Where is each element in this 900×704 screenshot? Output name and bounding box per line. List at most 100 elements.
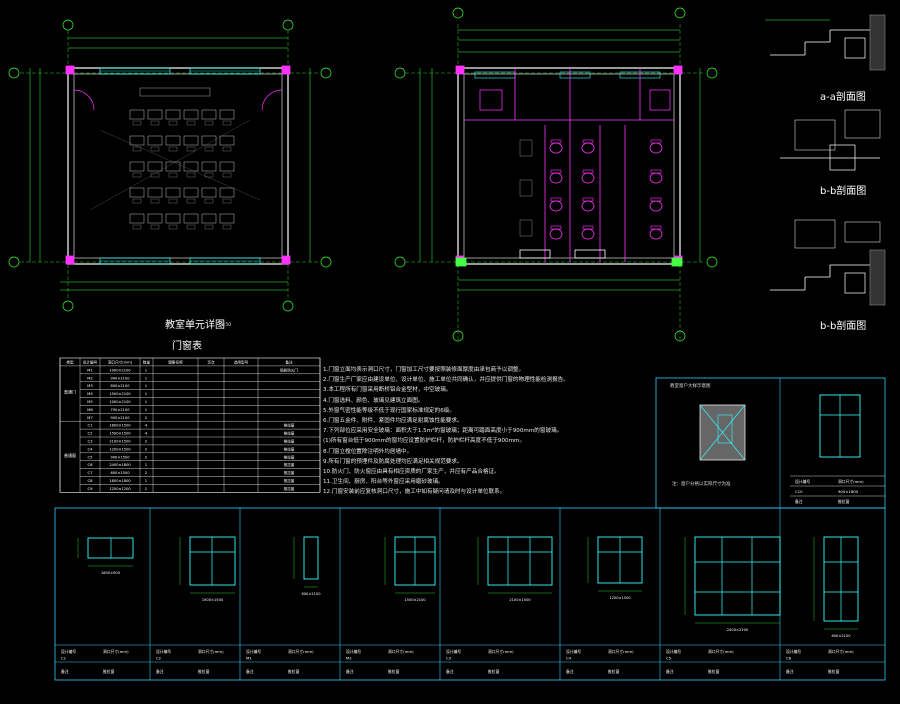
- column: [65, 65, 75, 75]
- toilet-bowl: [649, 200, 663, 212]
- desk: [129, 135, 145, 146]
- callout-box: [844, 221, 881, 243]
- table-cell-qty: 2: [145, 439, 148, 444]
- schedule-label: 备注: [786, 669, 794, 674]
- toilet-tank: [650, 169, 662, 174]
- chair: [168, 120, 178, 126]
- toilet-bowl: [549, 172, 563, 184]
- section-bb-2: [770, 219, 886, 306]
- legend-title: 教室窗户大样示意图: [670, 384, 711, 389]
- chair: [186, 224, 196, 230]
- schedule-label: 备注: [246, 669, 254, 674]
- table-cell-qty: 1: [145, 391, 148, 396]
- column: [65, 255, 75, 265]
- callout-box: [844, 109, 881, 139]
- sink-unit: [649, 89, 671, 111]
- chair: [204, 172, 214, 178]
- legend-pane: [717, 414, 733, 444]
- column: [673, 65, 683, 75]
- sink-unit: [479, 89, 503, 111]
- toilet-bowl: [549, 228, 563, 240]
- schedule-id: C5: [666, 656, 672, 661]
- window-frame: [189, 536, 236, 586]
- urinal: [519, 179, 533, 197]
- schedule-label: 设计编号: [156, 649, 171, 654]
- toilet-bowl: [581, 228, 595, 240]
- desk: [165, 135, 181, 146]
- schedule-label: 洞口尺寸(mm): [198, 649, 224, 654]
- elevation-size: 600×2100: [301, 592, 321, 596]
- desk: [219, 213, 235, 224]
- toilet-bowl: [581, 172, 595, 184]
- note-line: 5.外窗气密性能等级不低于现行国家标准规定的6级。: [323, 407, 455, 414]
- note-line: 12.门窗安装前应复核洞口尺寸，施工中如有疑问请及时与设计单位联系。: [323, 489, 506, 496]
- schedule-label: 备注: [61, 669, 69, 674]
- desk: [201, 213, 217, 224]
- schedule-label: 洞口尺寸(mm): [488, 649, 514, 654]
- axis-bubble: [62, 300, 74, 312]
- schedule-frame: [54, 507, 886, 681]
- chair: [132, 172, 142, 178]
- toilet-tank: [582, 139, 594, 144]
- schedule-label: 设计编号: [61, 649, 76, 654]
- table-cell-note: 推拉窗: [284, 470, 295, 475]
- schedule-id: C6: [786, 656, 792, 661]
- trench: [844, 272, 866, 294]
- note-line: 9.所有门窗的预埋件及防腐处理均应满足相关规范要求。: [323, 458, 463, 465]
- table-cell-size: 2100×1500: [109, 440, 131, 444]
- desk: [147, 213, 163, 224]
- desk-grid: [129, 109, 235, 230]
- table-cell-id: M5: [87, 399, 93, 404]
- toilet-tank: [582, 197, 594, 202]
- toilet-tank: [650, 225, 662, 230]
- elevation-size: 1500×1500: [202, 598, 224, 602]
- chair: [132, 198, 142, 204]
- axis-bubble: [706, 256, 718, 268]
- desk: [183, 109, 199, 120]
- callout-box: [794, 219, 836, 249]
- schedule-label: 备注: [346, 669, 354, 674]
- right-table-key: 备注: [795, 499, 803, 504]
- schedule-value: 推拉窗: [828, 669, 840, 674]
- desk: [201, 135, 217, 146]
- legend-window: [699, 404, 746, 461]
- schedule-value: 推拉窗: [103, 669, 115, 674]
- table-cell-qty: 4: [145, 431, 148, 436]
- legend-frame: [655, 377, 886, 509]
- leader-line: [99, 129, 261, 201]
- table-cell-note: 推拉窗: [284, 431, 295, 436]
- chair: [150, 146, 160, 152]
- window-frame: [87, 537, 134, 559]
- table-cell-id: M2: [87, 375, 93, 380]
- chair: [132, 224, 142, 230]
- desk: [147, 135, 163, 146]
- table-cell-id: C6: [87, 462, 93, 467]
- chair: [186, 172, 196, 178]
- chair: [168, 172, 178, 178]
- note-line: 4.门窗选料、颜色、玻璃见建筑立面图。: [323, 397, 424, 404]
- desk: [129, 213, 145, 224]
- entry-door: [574, 249, 606, 259]
- elevation-size: 600×2100: [831, 634, 851, 638]
- axis-bubble: [320, 256, 332, 268]
- toilet-bowl: [549, 200, 563, 212]
- desk: [219, 161, 235, 172]
- window-elevation-C4: 1200×1500: [587, 536, 643, 600]
- table-cell-qty: 1: [145, 383, 148, 388]
- axis-bubble: [674, 7, 686, 19]
- table-header: 设计编号: [83, 360, 98, 365]
- chair: [204, 146, 214, 152]
- axis-bubble: [282, 19, 294, 31]
- table-cell-size: 700×2100: [110, 408, 130, 412]
- chair: [186, 120, 196, 126]
- axis-bubble: [394, 67, 406, 79]
- note-line: 10.防火门、防火窗应由具有相应资质的厂家生产，并应有产品合格证。: [323, 469, 500, 475]
- desk: [183, 135, 199, 146]
- table-cell-id: C2: [87, 431, 93, 436]
- note-line: 7.下列部位应采用安全玻璃：面积大于1.5m²的窗玻璃；距离可踏面高度小于900…: [323, 428, 563, 435]
- axis-bubble: [282, 300, 294, 312]
- right-table-key: 设计编号: [795, 479, 810, 484]
- desk: [165, 187, 181, 198]
- chair: [150, 120, 160, 126]
- chair: [222, 224, 232, 230]
